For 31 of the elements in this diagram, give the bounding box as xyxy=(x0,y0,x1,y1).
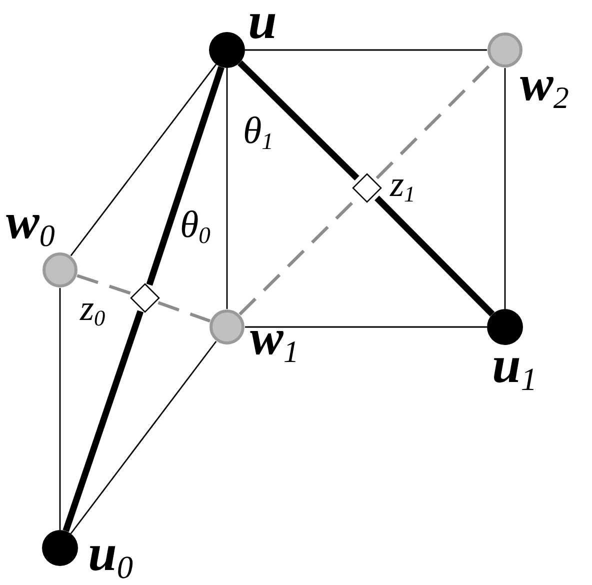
line xyxy=(245,49,487,51)
diamond-marker xyxy=(131,284,159,312)
vertex-label: w$_{1}$ xyxy=(250,312,299,367)
angle-label: θ$_{0}$ xyxy=(180,206,210,248)
line xyxy=(504,68,506,309)
line xyxy=(245,326,487,328)
vertex-label: u xyxy=(248,0,277,48)
diamond-marker xyxy=(353,174,381,202)
hollow-vertex xyxy=(42,252,78,288)
thick-line xyxy=(374,196,495,317)
vertex xyxy=(209,32,245,68)
hollow-vertex xyxy=(487,32,523,68)
line xyxy=(226,68,228,309)
dashed-line xyxy=(76,274,132,296)
hollow-vertex xyxy=(209,309,245,345)
vertex-label: z$_{0}$ xyxy=(80,290,106,330)
vertex-label: w$_{0}$ xyxy=(6,196,55,251)
thick-line xyxy=(146,66,224,286)
vertex xyxy=(487,309,523,345)
angle-label: θ$_{1}$ xyxy=(243,112,274,154)
vertex-label: z$_{1}$ xyxy=(390,166,416,206)
dashed-line xyxy=(158,301,211,322)
vertex xyxy=(42,530,78,566)
vertex-label: u$_{1}$ xyxy=(492,340,538,396)
thick-line xyxy=(62,310,144,532)
vertex-label: u$_{0}$ xyxy=(88,528,134,584)
line xyxy=(70,340,217,534)
thick-line xyxy=(238,60,360,180)
line xyxy=(70,64,217,256)
line xyxy=(59,288,61,530)
vertex-label: w$_{2}$ xyxy=(520,58,569,113)
